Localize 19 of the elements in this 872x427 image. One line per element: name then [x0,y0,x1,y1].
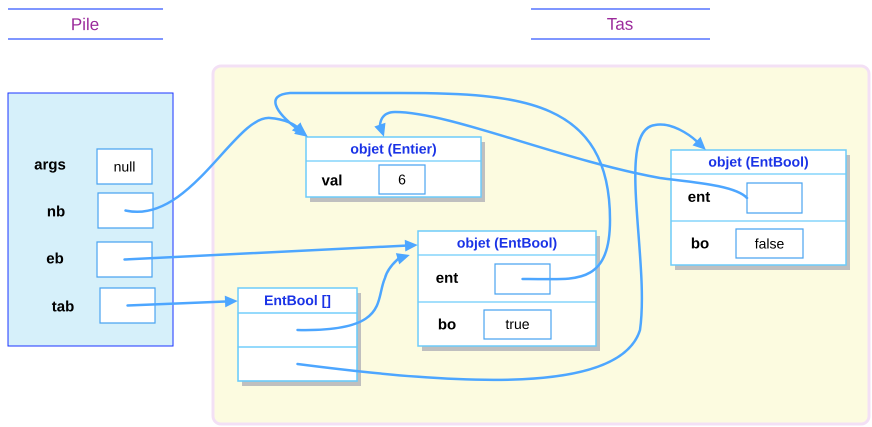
field-name: eb [46,252,64,264]
field-name: bo [438,318,456,330]
field-name: nb [48,205,65,216]
field-name: val [322,174,342,186]
field-name: args [34,161,66,173]
field-name: bo [692,237,709,248]
arrow [274,92,612,280]
field-name: ent [688,192,710,202]
value-box: false [735,228,804,259]
value-box: 6 [378,164,426,195]
field-name: tab [52,300,74,312]
object-box: EntBool [] [237,287,361,386]
value-box: true [483,309,552,340]
array-cell [237,312,358,348]
value-box: null [96,148,153,185]
section-heading: Pile [8,8,163,40]
section-heading: Tas [531,8,710,40]
field-name: ent [436,273,458,283]
array-cell [237,346,358,382]
